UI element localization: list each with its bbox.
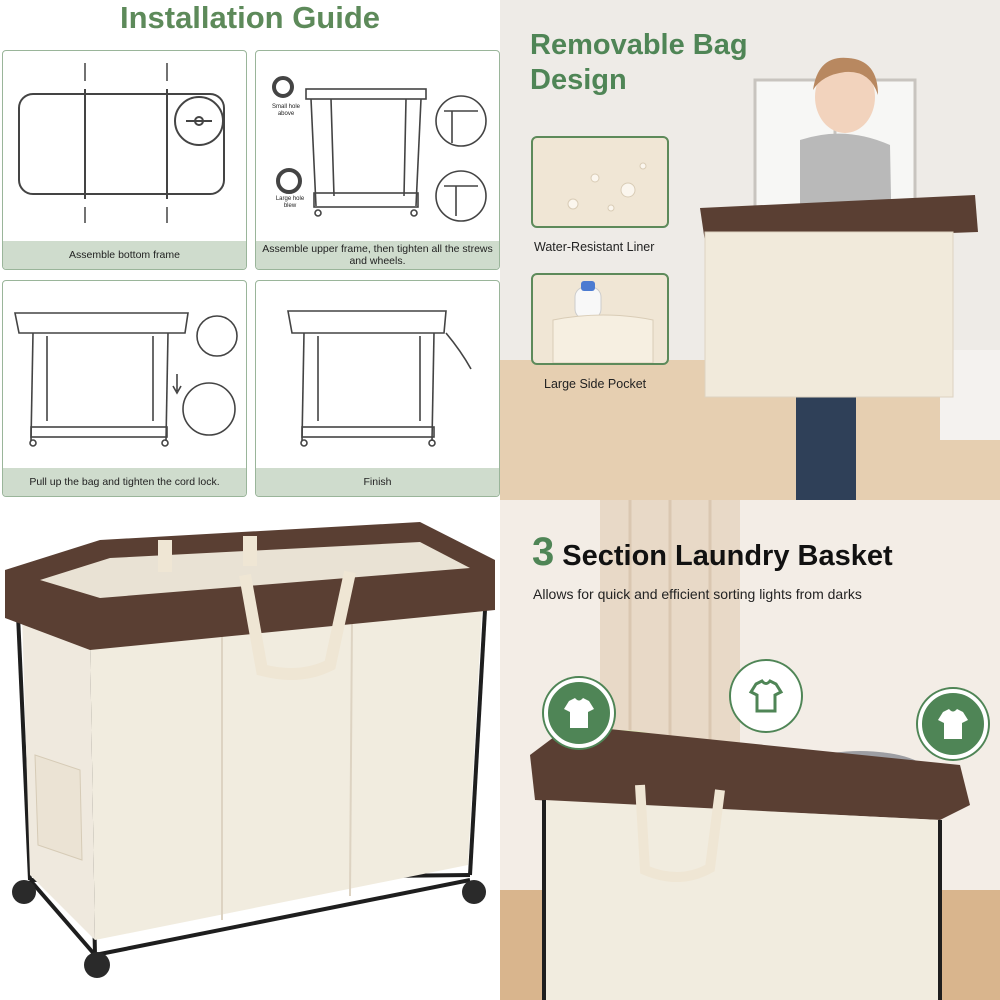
bottom-frame-diagram xyxy=(18,63,225,223)
bottle-in-pocket-icon xyxy=(552,281,654,363)
large-hole-note: Large hole blew xyxy=(275,196,305,209)
step-card-upper-frame: Small hole above Large hole blew Assembl… xyxy=(255,50,500,270)
water-resistant-liner-image xyxy=(531,136,669,228)
basket-in-room-photo xyxy=(500,500,1000,1000)
laundry-cart-photo xyxy=(5,522,495,978)
installation-guide-panel: Installation Guide Assemble bottom frame xyxy=(0,0,500,500)
section-title-text: Section Laundry Basket xyxy=(562,540,893,572)
finished-cart-diagram xyxy=(287,310,472,447)
three-section-subtitle: Allows for quick and efficient sorting l… xyxy=(533,586,862,602)
removable-bag-title-line2: Design xyxy=(530,64,627,96)
large-side-pocket-image xyxy=(531,273,669,365)
step-card-bottom-frame: Assemble bottom frame xyxy=(2,50,247,270)
water-resistant-liner-label: Water-Resistant Liner xyxy=(534,240,655,254)
small-hole-note: Small hole above xyxy=(271,104,300,117)
water-drops-icon xyxy=(567,162,647,212)
step-card-pull-bag: Pull up the bag and tighten the cord loc… xyxy=(2,280,247,497)
removable-bag-title: Removable Bag Design xyxy=(530,28,790,98)
step-3-caption: Pull up the bag and tighten the cord loc… xyxy=(3,468,246,496)
section-count: 3 xyxy=(532,530,555,574)
white-shirt-icon xyxy=(731,661,801,731)
step-4-caption: Finish xyxy=(256,468,499,496)
removable-bag-panel: Removable Bag Design Water-Resistant Lin… xyxy=(500,0,1000,500)
step-2-caption: Assemble upper frame, then tighten all t… xyxy=(256,241,499,269)
step-1-caption: Assemble bottom frame xyxy=(3,241,246,269)
pull-bag-diagram xyxy=(14,312,238,447)
green-shirt-icon xyxy=(918,689,988,759)
installation-guide-title: Installation Guide xyxy=(119,0,381,35)
large-side-pocket-label: Large Side Pocket xyxy=(544,377,647,391)
upper-frame-diagram xyxy=(272,76,487,222)
green-shirt-icon xyxy=(544,678,614,748)
removable-bag-title-line1: Removable Bag xyxy=(530,29,748,61)
basket-product-panel xyxy=(0,500,500,1000)
step-card-finish: Finish xyxy=(255,280,500,497)
